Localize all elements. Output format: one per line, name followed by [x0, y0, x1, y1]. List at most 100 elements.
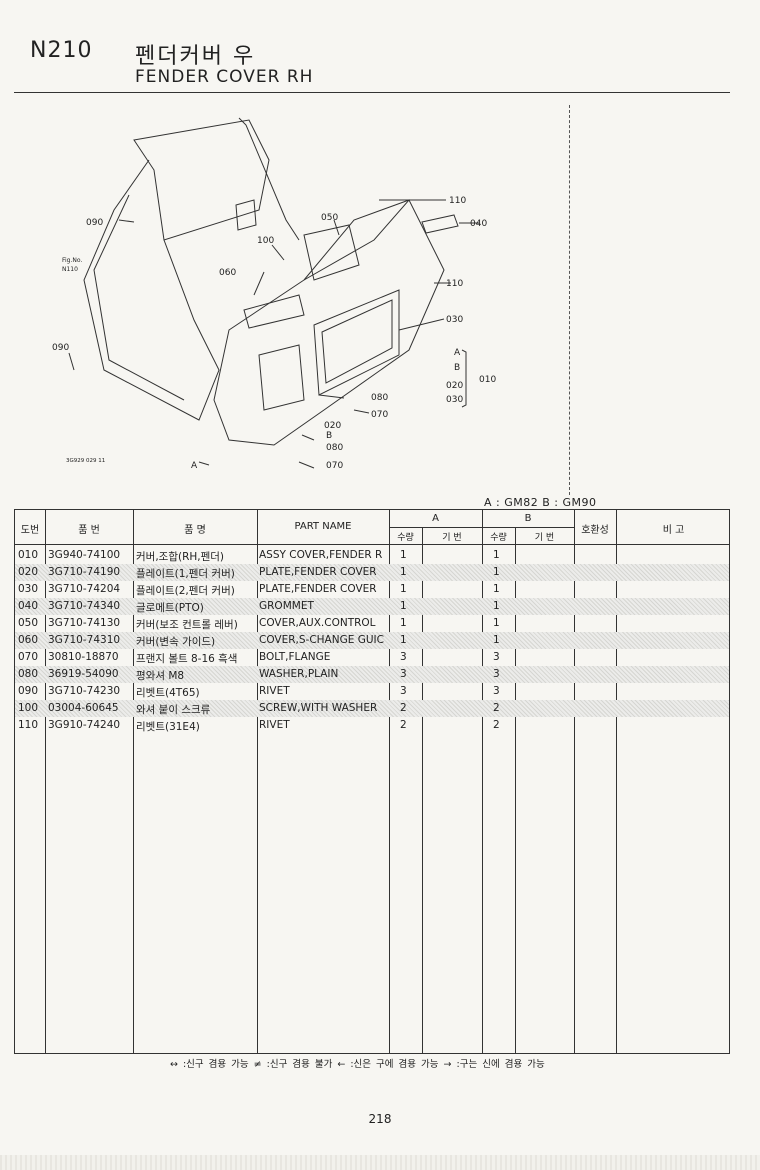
bracket-010	[461, 349, 467, 408]
table-row: 070 30810-18870 프랜지 볼트 8-16 흑색 BOLT,FLANGE 3…	[15, 649, 729, 666]
grommet-040-shape	[421, 214, 459, 234]
callout-030: 030	[446, 315, 463, 325]
fender-cover-exploded-drawing: 090 100 050 110 040 060 110 030 090 A B …	[52, 117, 496, 471]
cover-050-shape	[303, 224, 360, 281]
cell-part-no: 3G710-74310	[48, 634, 121, 646]
cell-name-ko: 리벳트(31E4)	[136, 721, 200, 733]
callout-110-mid: 110	[446, 279, 463, 289]
bracket-shape	[235, 199, 257, 231]
callout-090-top: 090	[86, 218, 103, 228]
cell-part-name: BOLT,FLANGE	[259, 651, 331, 663]
cell-qty-a: 1	[400, 566, 407, 578]
callout-010: 010	[479, 375, 496, 385]
callout-a-bottom: A	[191, 461, 198, 471]
cell-part-name: ASSY COVER,FENDER R	[259, 549, 383, 561]
cell-ref: 040	[18, 600, 39, 612]
cell-ref: 010	[18, 549, 39, 561]
callout-080-a: 080	[371, 393, 388, 403]
th-group-b: B	[524, 513, 532, 524]
cell-qty-a: 1	[400, 583, 407, 595]
cell-qty-b: 3	[493, 685, 500, 697]
left-panel-shape	[83, 159, 220, 421]
cell-part-name: WASHER,PLAIN	[259, 668, 339, 680]
divider-dashed	[569, 105, 570, 495]
th-qty-a: 수량	[397, 533, 414, 543]
cell-name-ko: 글로메트(PTO)	[136, 602, 204, 614]
cell-qty-a: 1	[400, 549, 407, 561]
col-line	[515, 527, 516, 1053]
th-qty-b: 수량	[490, 533, 507, 543]
th-name-ko: 품 명	[184, 525, 206, 536]
seat-frame-shape	[133, 119, 270, 241]
cell-qty-b: 1	[493, 549, 500, 561]
fender-top-edge	[303, 199, 410, 281]
cell-part-name: RIVET	[259, 719, 290, 731]
cell-name-ko: 리벳트(4T65)	[136, 687, 200, 699]
cell-part-no: 3G710-74340	[48, 600, 121, 612]
cell-qty-a: 3	[400, 668, 407, 680]
cell-ref: 090	[18, 685, 39, 697]
page-number: 218	[368, 1112, 392, 1126]
cell-qty-b: 1	[493, 600, 500, 612]
cell-part-no: 3G710-74130	[48, 617, 121, 629]
cell-qty-a: 3	[400, 651, 407, 663]
th-symbol-b: 기 번	[534, 533, 555, 543]
cell-part-no: 30810-18870	[48, 651, 119, 663]
fender-body-shape	[213, 199, 445, 446]
callout-070-b: 070	[326, 461, 343, 471]
cell-part-no: 3G940-74100	[48, 549, 121, 561]
col-line	[422, 527, 423, 1053]
callout-060: 060	[219, 268, 236, 278]
fig-ref-label: Fig.No.	[62, 257, 82, 264]
col-line	[574, 510, 575, 1053]
callout-050: 050	[321, 213, 338, 223]
cell-part-name: COVER,AUX.CONTROL	[259, 617, 376, 629]
cell-ref: 020	[18, 566, 39, 578]
callout-b-right: B	[454, 363, 460, 373]
callout-a-right: A	[454, 348, 461, 358]
callout-100: 100	[257, 236, 274, 246]
sub-header-line	[389, 527, 574, 528]
col-line	[389, 510, 390, 1053]
interchange-legend: ↔ :신구 겸용 가능 ≠ :신구 겸용 불가 ← :신은 구에 겸용 가능 →…	[170, 1059, 545, 1070]
cell-qty-b: 1	[493, 566, 500, 578]
callout-b: B	[326, 431, 332, 441]
cell-name-ko: 커버,조합(RH,펜더)	[136, 551, 225, 563]
scan-edge	[0, 1155, 760, 1170]
cell-name-ko: 프랜지 볼트 8-16 흑색	[136, 653, 238, 665]
cell-part-no: 03004-60645	[48, 702, 119, 714]
cell-part-no: 3G910-74240	[48, 719, 121, 731]
cell-qty-b: 3	[493, 651, 500, 663]
callout-020-right: 020	[446, 381, 463, 391]
header-bottom-line	[15, 544, 729, 545]
cell-qty-a: 2	[400, 719, 407, 731]
callout-020: 020	[324, 421, 341, 431]
cell-qty-a: 1	[400, 617, 407, 629]
cell-ref: 100	[18, 702, 39, 714]
cell-part-no: 36919-54090	[48, 668, 119, 680]
cell-ref: 030	[18, 583, 39, 595]
callout-110-top: 110	[449, 196, 466, 206]
cell-name-ko: 커버(변속 가이드)	[136, 636, 216, 648]
fender-face-inner	[321, 299, 393, 384]
cell-name-ko: 플레이트(1,펜더 커버)	[136, 568, 235, 580]
cell-qty-b: 1	[493, 617, 500, 629]
cell-ref: 070	[18, 651, 39, 663]
fender-face-shape	[313, 289, 400, 396]
left-panel-inner	[93, 194, 185, 401]
cell-ref: 060	[18, 634, 39, 646]
callout-090-left: 090	[52, 343, 69, 353]
cell-name-ko: 와셔 붙이 스크류	[136, 704, 211, 716]
rear-frame-shape	[238, 117, 300, 241]
callout-040: 040	[470, 219, 487, 229]
plate-020-shape	[258, 344, 305, 411]
cell-name-ko: 플레이트(2,펜더 커버)	[136, 585, 235, 597]
part-code: N210	[30, 38, 93, 63]
header-rule	[14, 92, 730, 93]
fig-ref-number: N110	[62, 266, 78, 273]
title-english: FENDER COVER RH	[135, 67, 314, 87]
cell-qty-b: 2	[493, 719, 500, 731]
